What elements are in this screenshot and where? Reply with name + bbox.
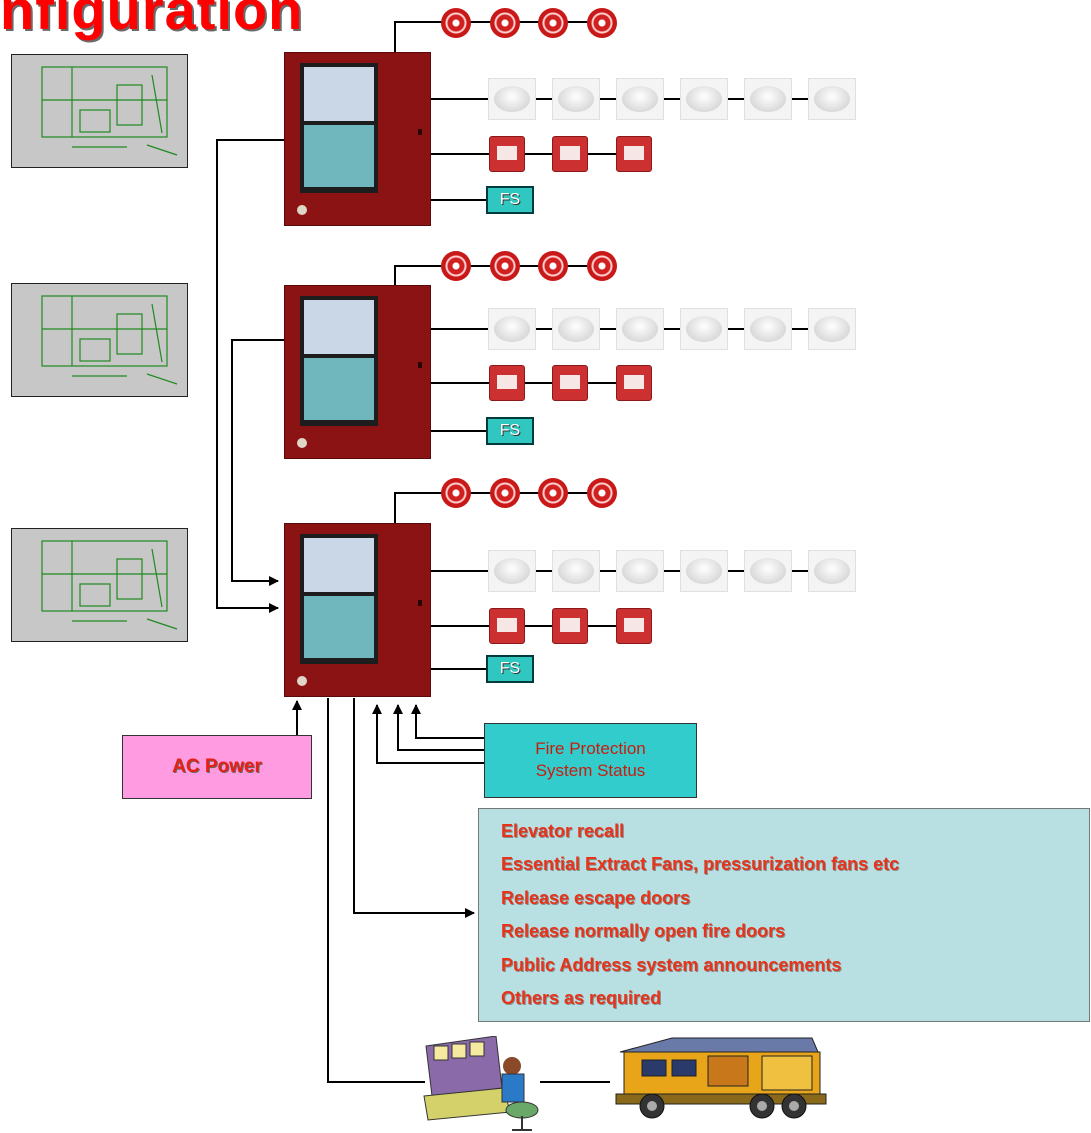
smoke-detector-icon [552,78,600,120]
manual-call-point-icon [552,136,588,172]
interface-item: Public Address system announcements [501,954,842,975]
interface-item: Others as required [501,988,662,1009]
sounder-icon [490,8,520,38]
smoke-detector-icon [616,550,664,592]
status-input-wire-1 [411,704,484,739]
key-lock-icon [297,438,307,448]
interface-outputs-box: Elevator recall Essential Extract Fans, … [478,808,1090,1022]
fire-alarm-panel-2 [284,285,431,459]
floor-plan-2 [11,283,188,397]
smoke-detector-icon [488,78,536,120]
sounder-icon [587,8,617,38]
control-room-operator-icon [423,1036,539,1131]
manual-call-point-icon [616,136,652,172]
status-input-wire-3 [372,704,484,764]
manual-call-point-icon [616,365,652,401]
status-line-1: Fire Protection [535,739,646,758]
smoke-detector-icon [808,78,856,120]
panel-display [300,534,378,664]
smoke-detector-icon [552,550,600,592]
sounder-icon [441,478,471,508]
manual-call-point-icon [489,365,525,401]
interface-item: Elevator recall [501,821,625,841]
smoke-detector-icon [680,550,728,592]
sounder-icon [538,8,568,38]
smoke-detector-icon [488,550,536,592]
fire-alarm-panel-3 [284,523,431,697]
status-line-2: System Status [535,761,646,780]
smoke-detector-icon [552,308,600,350]
floor-plan-drawing [41,295,178,385]
smoke-detector-icon [744,550,792,592]
floor-plan-3 [11,528,188,642]
network-link-panel-2 [231,339,286,586]
interface-item: Essential Extract Fans, pressurization f… [501,854,900,875]
fire-protection-status-box: Fire Protection System Status [484,723,697,798]
smoke-detector-icon [488,308,536,350]
sounder-icon [587,251,617,281]
smoke-detector-icon [616,78,664,120]
smoke-detector-icon [744,308,792,350]
flow-switch-label: FS [486,417,534,445]
network-link-panel-1 [216,139,286,613]
ac-power-box: AC Power [122,735,312,799]
smoke-detector-icon [808,308,856,350]
manual-call-point-icon [552,365,588,401]
sounder-icon [538,251,568,281]
smoke-detector-icon [680,308,728,350]
key-lock-icon [297,676,307,686]
smoke-detector-icon [808,550,856,592]
floor-plan-drawing [41,540,178,630]
fire-alarm-panel-1 [284,52,431,226]
manual-call-point-icon [616,608,652,644]
smoke-detector-icon [680,78,728,120]
sounder-icon [587,478,617,508]
page-title: nfiguration [0,0,304,41]
smoke-detector-icon [744,78,792,120]
interface-output-wire [353,698,475,918]
interface-item: Release escape doors [501,887,691,908]
sounder-icon [441,251,471,281]
sounder-icon [441,8,471,38]
interface-item: Release normally open fire doors [501,921,786,942]
manual-call-point-icon [489,608,525,644]
control-room-wire [327,698,425,1083]
manual-call-point-icon [489,136,525,172]
flow-switch-label: FS [486,186,534,214]
floor-plan-1 [11,54,188,168]
flow-switch-label: FS [486,655,534,683]
sounder-icon [490,251,520,281]
smoke-detector-icon [616,308,664,350]
key-lock-icon [297,205,307,215]
panel-display [300,296,378,426]
floor-plan-drawing [41,66,178,156]
panel-display [300,63,378,193]
fire-engine-icon [615,1037,827,1119]
sounder-icon [490,478,520,508]
manual-call-point-icon [552,608,588,644]
status-input-wire-2 [393,704,484,751]
sounder-icon [538,478,568,508]
